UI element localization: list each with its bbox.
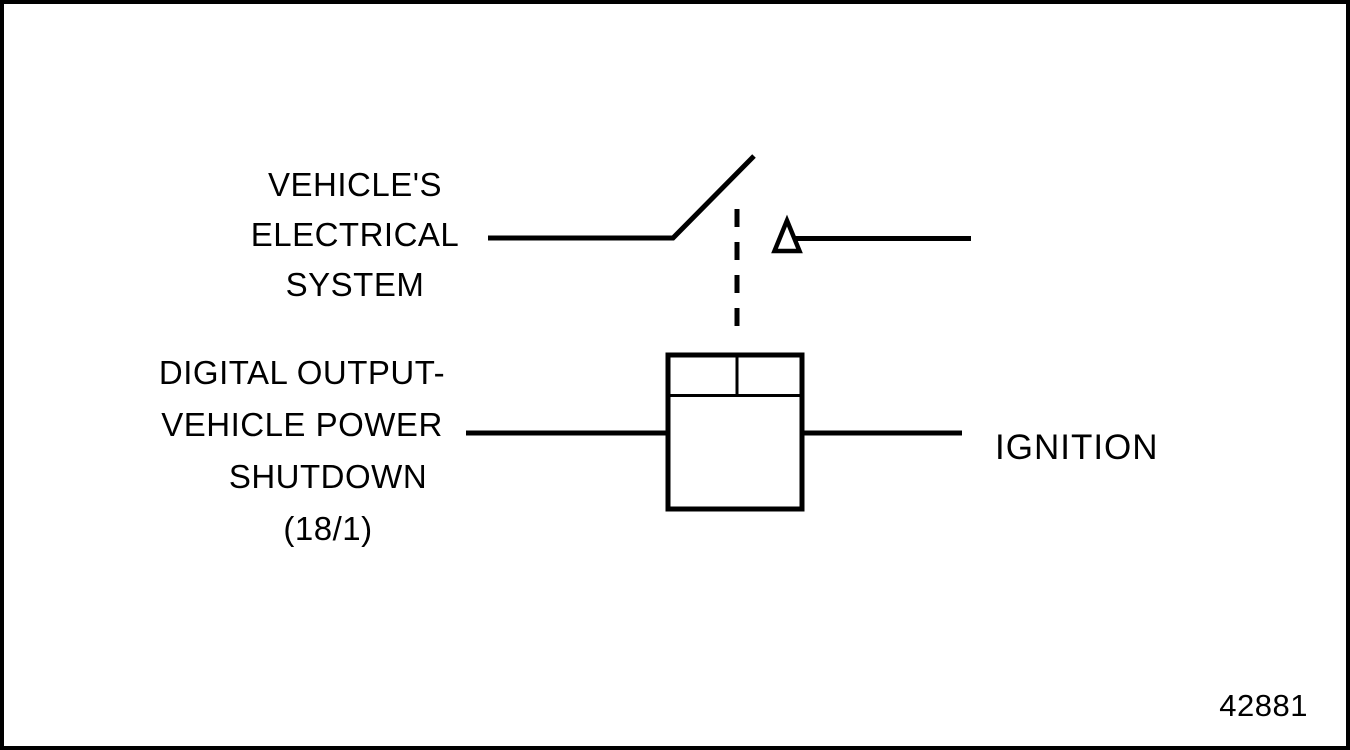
digital-output-line-3: SHUTDOWN — [228, 458, 428, 495]
digital-output-line-2: VEHICLE POWER — [161, 406, 443, 443]
figure-number: 42881 — [1219, 688, 1308, 723]
digital-output-shutdown-label: DIGITAL OUTPUT- VEHICLE POWER SHUTDOWN (… — [102, 347, 502, 555]
digital-output-line-1: DIGITAL OUTPUT- — [158, 354, 446, 391]
vehicles-electrical-system-line-1: VEHICLE'S — [267, 166, 443, 203]
vehicles-electrical-system-line-2: ELECTRICAL — [250, 216, 460, 253]
relay-box-icon — [665, 352, 805, 512]
open-switch-icon — [488, 154, 756, 241]
vehicles-electrical-system-line-3: SYSTEM — [285, 266, 425, 303]
vehicles-electrical-system-label: VEHICLE'S ELECTRICAL SYSTEM — [230, 160, 480, 310]
triangle-terminal-icon — [771, 214, 803, 254]
digital-output-line-4: (18/1) — [283, 510, 373, 547]
ignition-label: IGNITION — [995, 428, 1159, 467]
